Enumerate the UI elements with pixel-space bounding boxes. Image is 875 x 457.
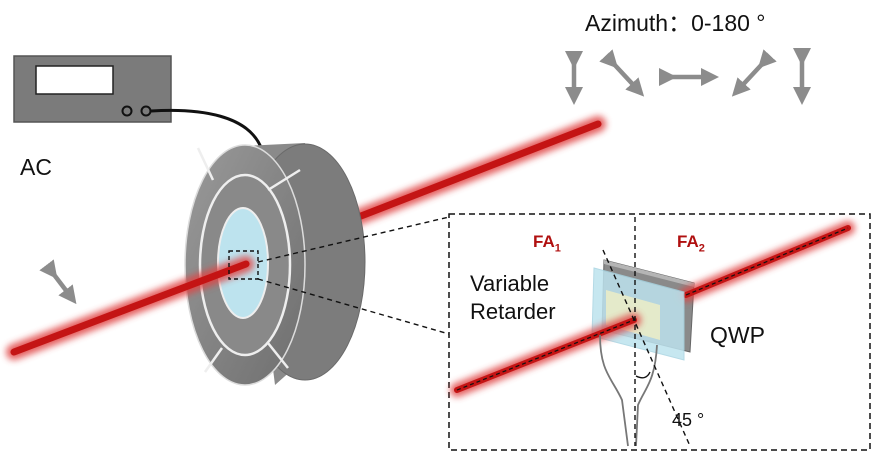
diagonal-nw-se-arrow-icon	[599, 49, 645, 97]
qwp-label: QWP	[710, 322, 765, 348]
fast-axis-2-label: FA2	[677, 233, 705, 254]
inset-box	[448, 213, 871, 451]
ac-terminal	[140, 105, 152, 117]
ac-label: AC	[20, 154, 52, 180]
laser-beam-front	[6, 256, 254, 360]
zoom-leader-line	[257, 278, 450, 335]
fast-axis-2-label-sub: 2	[698, 242, 705, 255]
ac-display	[35, 65, 114, 95]
fast-axis-2-label-main: FA	[677, 232, 699, 251]
zoom-source-box	[228, 250, 259, 280]
angle-arc	[635, 371, 651, 379]
azimuth-label: Azimuth：0-180 °	[585, 10, 766, 36]
azimuth-arrows	[565, 48, 811, 105]
laser-beam-back	[322, 116, 606, 236]
variable-retarder-label: Variable Retarder	[470, 271, 556, 324]
ac-cable	[150, 108, 264, 151]
fast-axis-1-label-sub: 1	[554, 242, 561, 255]
polarization-arrow-icon	[39, 259, 77, 305]
zoom-leader-line	[257, 216, 450, 263]
ac-source	[13, 55, 172, 123]
inset-optics	[450, 217, 855, 447]
angle-label: 45 °	[672, 410, 705, 430]
diagonal-ne-sw-arrow-icon	[731, 49, 777, 97]
ac-terminal	[121, 105, 133, 117]
lc-cell-housing	[184, 143, 366, 386]
fast-axis-1-label: FA1	[533, 233, 561, 254]
fast-axis-1-label-main: FA	[533, 232, 555, 251]
